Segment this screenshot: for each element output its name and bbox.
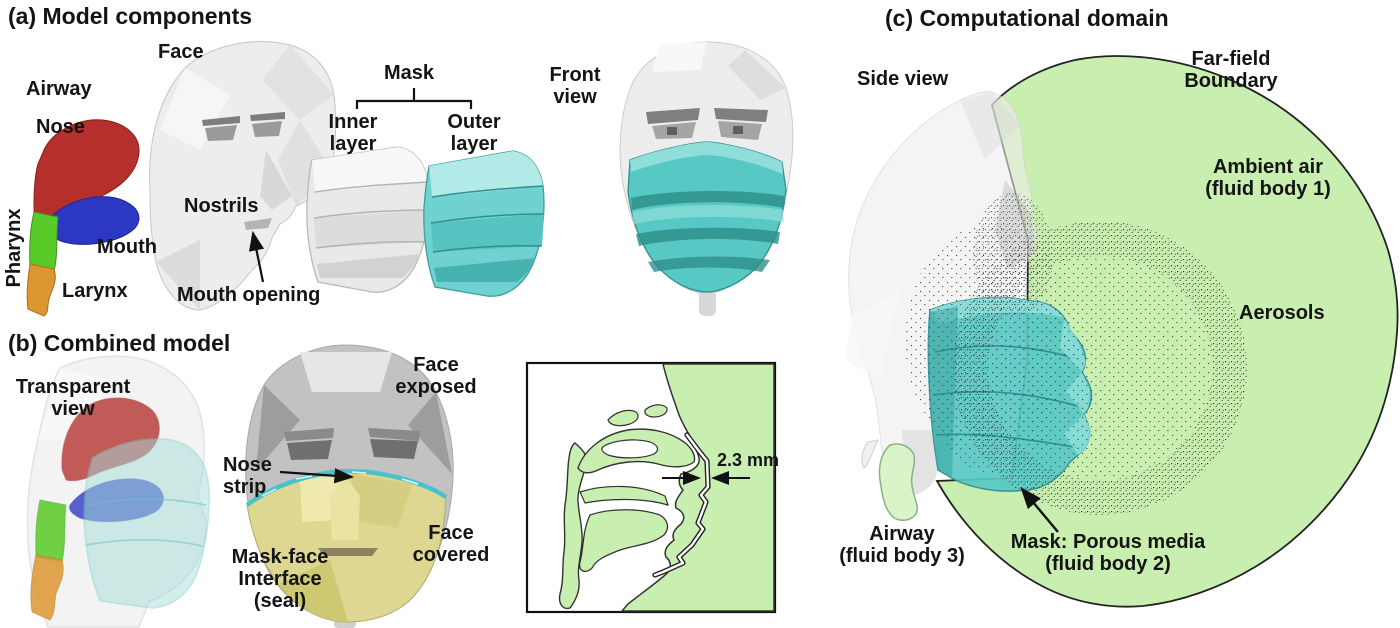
b-transparent-mask (83, 438, 210, 609)
inset-upper-blob-2 (644, 404, 668, 418)
inset-pharynx-channel (558, 442, 588, 610)
nose-shade (260, 150, 292, 210)
inner-layer-label: Inner layer (328, 111, 378, 155)
b-larynx (30, 554, 64, 621)
mask-label: Mask (384, 62, 435, 84)
ambient-air-label: Ambient air (fluid body 1) (1205, 156, 1331, 200)
right-eye (252, 121, 282, 137)
b-right-eye (370, 439, 418, 459)
front-right-brow (714, 108, 768, 122)
mask-porous-arrow (1020, 487, 1059, 533)
gap-dimension-label: 2.3 mm (717, 450, 780, 470)
panel-a-model-components (26, 41, 794, 317)
outer-layer-label: Outer layer (447, 111, 501, 155)
mouth-opening-label: Mouth opening (177, 284, 321, 306)
b-nose (330, 476, 360, 540)
mask-face-interface-label: Mask-face Interface (seal) (231, 546, 329, 612)
larynx-label: Larynx (62, 280, 128, 302)
mask-outer-layer-model (423, 150, 545, 297)
airway-larynx-shape (26, 263, 56, 317)
inset-mouth-region (579, 509, 669, 573)
b-pharynx (35, 499, 67, 563)
airway-pharynx-shape (29, 211, 59, 272)
panel-b-combined-model (26, 344, 777, 628)
nostrils-label: Nostrils (184, 195, 259, 217)
combined-front-face (245, 344, 454, 628)
inset-upper-blob-1 (607, 409, 639, 427)
transparent-view-model (26, 355, 210, 628)
b-lips (318, 548, 378, 556)
far-field-boundary-label: Far-field Boundary (1184, 48, 1278, 92)
mask-inner-layer-model (306, 146, 430, 293)
nose-strip-arrow (279, 468, 355, 484)
face-model (149, 41, 337, 311)
panel-b-title: (b) Combined model (8, 330, 231, 356)
panel-a-title: (a) Model components (8, 3, 253, 29)
airway-fluid-body-3-label: Airway (fluid body 3) (839, 523, 965, 567)
lips (244, 218, 272, 230)
airway-label: Airway (26, 78, 92, 100)
b-left-eye (287, 440, 332, 460)
airway-fluid-body-3-shape (878, 443, 919, 521)
aerosols-label: Aerosols (1239, 302, 1325, 324)
nose-strip-label: Nose strip (223, 454, 272, 498)
aerosol-cloud (905, 193, 1247, 515)
mouth-opening-arrow (248, 230, 265, 283)
left-eye (205, 125, 237, 141)
face-covered-label: Face covered (412, 522, 490, 566)
inset-palate-channel (579, 485, 669, 506)
mask-porous-media-label: Mask: Porous media (fluid body 2) (1010, 531, 1206, 575)
face-exposed-label: Face exposed (395, 354, 477, 398)
front-view-label: Front view (549, 64, 601, 108)
panel-c-computational-domain (845, 55, 1399, 608)
neck (699, 290, 716, 316)
mask-bracket (355, 88, 473, 109)
panel-c-title: (c) Computational domain (885, 5, 1169, 31)
airway-model (26, 119, 140, 317)
front-left-brow (646, 108, 700, 124)
transparent-view-label: Transparent view (15, 376, 131, 420)
pharynx-label: Pharynx (3, 208, 25, 288)
mouth-label: Mouth (97, 236, 157, 258)
nose-label: Nose (36, 116, 85, 138)
front-view-model (619, 41, 794, 316)
seal-gap-inset (525, 361, 777, 614)
face-label: Face (158, 41, 204, 63)
side-view-label: Side view (857, 68, 949, 90)
